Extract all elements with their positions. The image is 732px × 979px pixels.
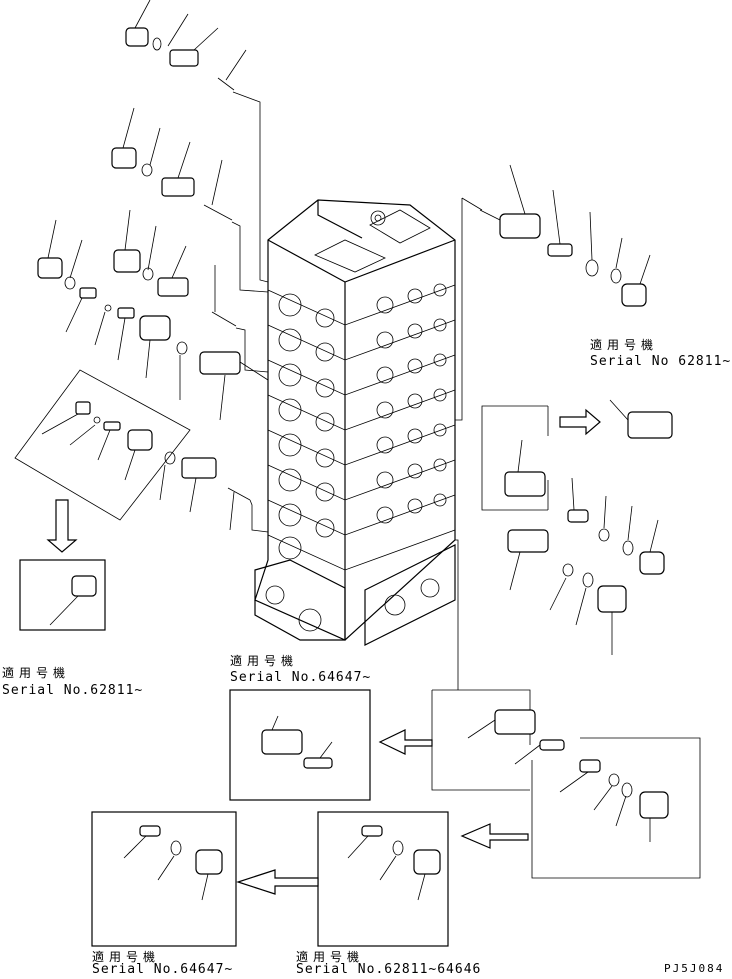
- applicable-machine-label-right: 適用号機: [590, 338, 659, 352]
- serial-label-bottom-middle: Serial No.62811~64646: [296, 962, 482, 977]
- bottom-insets: [91, 689, 701, 947]
- drawing-code: PJ5J084: [664, 962, 725, 975]
- serial-label-left: Serial No.62811~: [2, 683, 144, 698]
- serial-label-middle: Serial No.64647~: [230, 670, 372, 685]
- serial-label-right: Serial No 62811~: [590, 354, 732, 369]
- valve-body: [254, 199, 456, 646]
- applicable-machine-label-left: 適用号機: [2, 666, 71, 680]
- applicable-machine-label-bottom-left: 適用号機: [92, 950, 161, 964]
- applicable-machine-label-middle: 適用号機: [230, 654, 299, 668]
- serial-label-bottom-left: Serial No.64647~: [92, 962, 234, 977]
- applicable-machine-label-bottom-middle: 適用号機: [296, 950, 365, 964]
- exploded-parts-right: [455, 164, 673, 690]
- exploded-parts-left: [14, 0, 269, 631]
